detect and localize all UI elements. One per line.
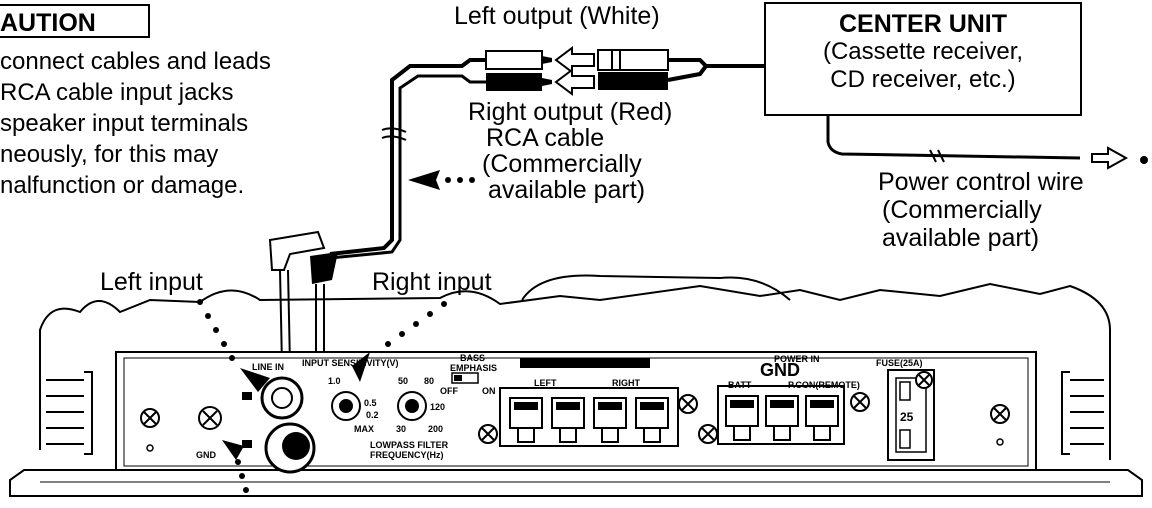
frequency-tick: 50 <box>398 376 409 386</box>
sensitivity-tick: 1.0 <box>328 376 341 386</box>
heatsink-outline <box>39 282 1111 460</box>
frequency-tick: 80 <box>424 376 435 386</box>
fuse-value: 25 <box>900 410 914 424</box>
arrow-right-icon <box>1091 146 1129 170</box>
arrow-left-icon <box>554 46 595 74</box>
bass-on-label: ON <box>482 386 496 396</box>
gnd-power-label: GND <box>760 360 800 380</box>
right-input-plug <box>310 252 338 284</box>
caution-text: connect cables and leads RCA cable input… <box>0 46 271 201</box>
caution-line: neously, for this may <box>0 141 219 168</box>
line-in-label: LINE IN <box>252 362 285 372</box>
amp-base-plate <box>9 469 1143 497</box>
lowpass-filter-label: LOWPASS FILTER <box>370 440 449 450</box>
caution-line: speaker input terminals <box>0 110 249 137</box>
sensitivity-tick: 0.5 <box>364 398 377 408</box>
caution-heading: AUTION <box>0 4 150 38</box>
batt-label: BATT <box>728 380 752 390</box>
rca-plug-red <box>486 73 542 91</box>
red-output-plug <box>598 72 668 90</box>
lowpass-filter-label: FREQUENCY(Hz) <box>370 450 444 460</box>
frequency-tick: 30 <box>396 424 407 434</box>
right-input-arrow-icon <box>352 352 370 382</box>
caution-line: RCA cable input jacks <box>0 79 234 106</box>
power-wire-label: Power control wire <box>878 168 1084 196</box>
center-unit-line: CD receiver, etc.) <box>830 66 1016 93</box>
power-wire-label: available part) <box>882 224 1040 252</box>
center-output-cable <box>668 58 764 68</box>
right-input-label: Right input <box>372 268 492 296</box>
center-unit-line: (Cassette receiver, <box>822 38 1024 65</box>
rca-plug-white <box>485 50 543 70</box>
input-sensitivity-label: INPUT SENSITIVITY(V) <box>302 358 399 368</box>
power-in-label: POWER IN <box>774 354 820 364</box>
rca-cable <box>329 58 486 256</box>
rca-cable-label: RCA cable <box>486 124 605 152</box>
caution-line: nalfunction or damage. <box>0 172 245 199</box>
gnd-label: GND <box>196 450 216 460</box>
power-wire-label: (Commercially <box>882 196 1042 224</box>
rca-cable-label: (Commercially <box>482 150 642 178</box>
bass-emphasis-label: BASS <box>460 353 486 363</box>
center-unit-title: CENTER UNIT <box>838 10 1008 38</box>
caution-line: connect cables and leads <box>0 48 271 75</box>
sensitivity-tick: 0.2 <box>366 410 379 420</box>
left-input-plug <box>268 230 326 271</box>
gnd-arrow-icon <box>222 440 244 460</box>
left-input-arrow-icon <box>240 368 270 392</box>
callout-arrow-icon <box>408 170 440 190</box>
fuse-label: FUSE(25A) <box>876 358 923 368</box>
bass-emphasis-label: EMPHASIS <box>450 363 498 373</box>
bass-emphasis-switch <box>451 372 479 384</box>
left-terminal-label: LEFT <box>534 378 557 388</box>
rca-cable-label: available part) <box>488 176 646 204</box>
screw-icon <box>140 408 160 428</box>
bass-off-label: OFF <box>440 386 458 396</box>
left-input-label: Left input <box>100 268 203 296</box>
frequency-tick: 200 <box>428 424 444 434</box>
center-unit-box: CENTER UNIT (Cassette receiver, CD recei… <box>764 2 1082 116</box>
left-output-label: Left output (White) <box>454 2 660 30</box>
sensitivity-max: MAX <box>354 424 374 434</box>
arrow-left-icon <box>554 68 595 96</box>
white-output-plug <box>597 49 669 71</box>
pcon-label: P.CON(REMOTE) <box>788 380 860 390</box>
right-terminal-label: RIGHT <box>612 378 640 388</box>
frequency-tick: 120 <box>430 402 446 412</box>
gnd-screw-icon <box>198 406 222 430</box>
power-control-wire <box>826 116 1081 160</box>
right-output-label: Right output (Red) <box>468 98 673 126</box>
